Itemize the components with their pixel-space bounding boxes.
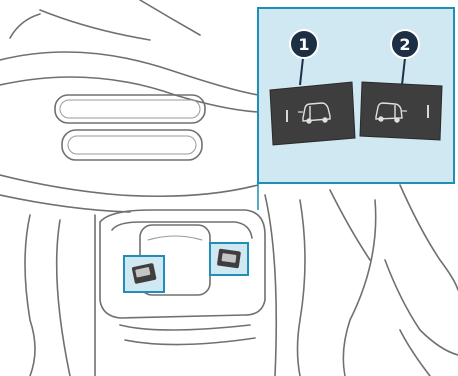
switch-detail-inset: 1 2	[258, 8, 454, 183]
console-switch-left	[124, 256, 164, 292]
callout-2-number: 2	[399, 35, 410, 54]
right-sliding-door-switch	[360, 82, 442, 140]
console-switch-right	[210, 243, 248, 275]
callout-1-number: 1	[298, 35, 309, 54]
left-sliding-door-switch	[270, 82, 355, 145]
